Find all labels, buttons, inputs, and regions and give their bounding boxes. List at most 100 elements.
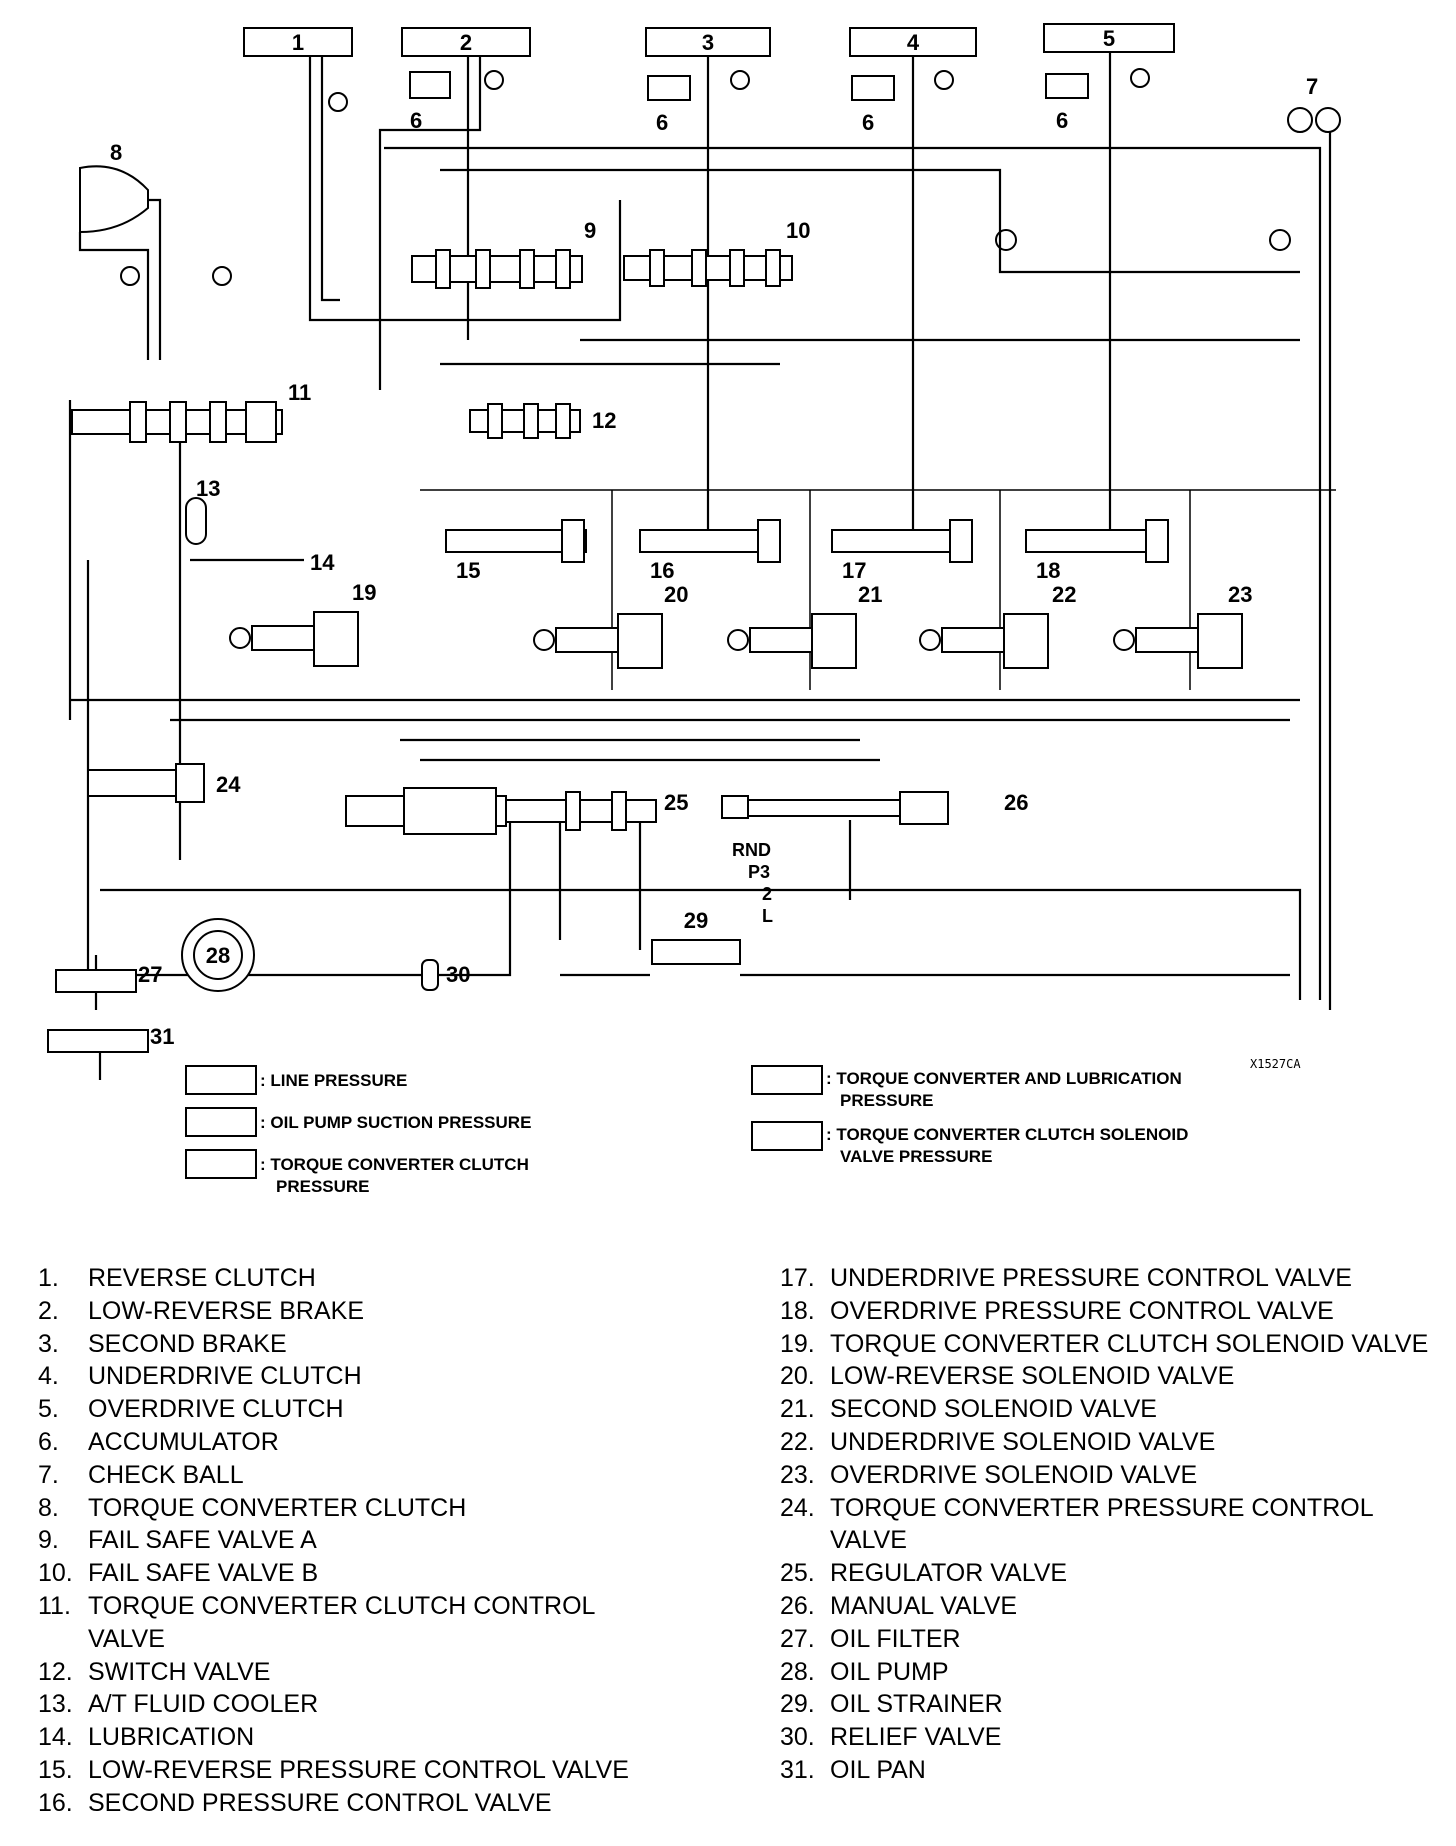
- key-item: 10.FAIL SAFE VALVE B: [38, 1557, 678, 1590]
- key-item-label: SECOND SOLENOID VALVE: [830, 1395, 1157, 1424]
- svg-text:11: 11: [288, 380, 311, 405]
- svg-text:30: 30: [446, 962, 470, 987]
- key-item-label: OIL STRAINER: [830, 1690, 1003, 1719]
- second-pressure-control-valve: 16: [639, 519, 781, 583]
- at-fluid-cooler: 13: [185, 476, 220, 545]
- fail-safe-valve-b: 10: [623, 218, 810, 287]
- svg-text:10: 10: [786, 218, 810, 243]
- key-item: 6. ACCUMULATOR: [38, 1426, 678, 1459]
- key-item-label: UNDERDRIVE CLUTCH: [88, 1362, 362, 1391]
- oil-pan: 31: [47, 1024, 174, 1053]
- key-item: 15. LOW-REVERSE PRESSURE CONTROL VALVE: [38, 1754, 678, 1787]
- key-item: 28.OIL PUMP: [780, 1656, 1440, 1689]
- key-item: 22.UNDERDRIVE SOLENOID VALVE: [780, 1426, 1440, 1459]
- svg-text:14: 14: [310, 550, 335, 575]
- key-item: 14.LUBRICATION: [38, 1721, 678, 1754]
- key-item-number: 3.: [38, 1329, 59, 1358]
- key-item-number: 20.: [780, 1362, 815, 1391]
- underdrive-clutch-box: 4: [849, 27, 977, 57]
- key-item-label: OIL PAN: [830, 1755, 926, 1784]
- key-item-label: MANUAL VALVE: [830, 1591, 1018, 1620]
- svg-text:6: 6: [410, 108, 422, 133]
- svg-text:3: 3: [702, 30, 714, 55]
- key-item: 27.OIL FILTER: [780, 1623, 1440, 1656]
- key-item: 21.SECOND SOLENOID VALVE: [780, 1393, 1440, 1426]
- svg-text:23: 23: [1228, 582, 1252, 607]
- svg-text:15: 15: [456, 558, 480, 583]
- svg-text:: TORQUE CONVERTER AND LUBRICA: : TORQUE CONVERTER AND LUBRICATION: [826, 1069, 1182, 1088]
- key-item-number: 6.: [38, 1427, 59, 1456]
- svg-text:6: 6: [862, 110, 874, 135]
- key-item-number: 12.: [38, 1657, 73, 1686]
- key-item-label: REVERSE CLUTCH: [88, 1264, 316, 1292]
- svg-text:7: 7: [1306, 74, 1318, 99]
- svg-text:26: 26: [1004, 790, 1028, 815]
- legend-item: : TORQUE CONVERTER AND LUBRICATION PRESS…: [751, 1065, 1182, 1110]
- key-item-label: ACCUMULATOR: [88, 1427, 279, 1456]
- key-item: 25. REGULATOR VALVE: [780, 1557, 1440, 1590]
- svg-text:6: 6: [656, 110, 668, 135]
- oil-filter: 27: [55, 962, 162, 993]
- key-item-number: 7.: [38, 1460, 59, 1489]
- overdrive-pressure-control-valve: 18: [1025, 519, 1169, 583]
- key-item-number: 29.: [780, 1690, 815, 1719]
- torque-converter-pressure-control-valve: 24: [87, 763, 241, 803]
- svg-text:VALVE PRESSURE: VALVE PRESSURE: [840, 1147, 992, 1166]
- key-item-label: LOW-REVERSE PRESSURE CONTROL VALVE: [88, 1755, 629, 1784]
- key-item: 18.OVERDRIVE PRESSURE CONTROL VALVE: [780, 1295, 1440, 1328]
- key-item-number: 25.: [780, 1559, 815, 1588]
- key-item-label: CHECK BALL: [88, 1460, 244, 1489]
- key-item: 26.MANUAL VALVE: [780, 1590, 1440, 1623]
- oil-strainer: 29: [651, 908, 741, 965]
- hydraulic-circuit-diagram: 1 2 3 4 5 6 6 6 6 7: [47, 23, 1341, 1196]
- key-item-number: 14.: [38, 1723, 73, 1752]
- regulator-valve: 25: [345, 787, 688, 835]
- switch-valve: 12: [469, 403, 616, 439]
- shift-position-indicator: RND P3 2 L: [732, 840, 773, 926]
- svg-text:18: 18: [1036, 558, 1060, 583]
- svg-text:13: 13: [196, 476, 220, 501]
- svg-text:6: 6: [1056, 108, 1068, 133]
- key-item-number: 27.: [780, 1624, 815, 1653]
- second-solenoid-valve: 21: [727, 582, 882, 669]
- key-item: 8.TORQUE CONVERTER CLUTCH: [38, 1492, 678, 1525]
- underdrive-solenoid-valve: 22: [919, 582, 1076, 669]
- svg-text:22: 22: [1052, 582, 1076, 607]
- relief-valve: 30: [421, 959, 470, 991]
- accumulator-group: 6 6 6 6: [409, 71, 1089, 135]
- fail-safe-valve-a: 9: [411, 218, 596, 289]
- svg-text:RND: RND: [732, 840, 771, 860]
- svg-text:21: 21: [858, 582, 882, 607]
- overdrive-solenoid-valve: 23: [1113, 582, 1252, 669]
- svg-text:PRESSURE: PRESSURE: [840, 1091, 934, 1110]
- key-item: 5.OVERDRIVE CLUTCH: [38, 1393, 678, 1426]
- key-item-number: 5.: [38, 1395, 59, 1424]
- key-item-number: 15.: [38, 1755, 73, 1784]
- key-item-number: 22.: [780, 1427, 815, 1456]
- svg-text:28: 28: [206, 943, 230, 968]
- key-item-number: 30.: [780, 1723, 815, 1752]
- svg-text:25: 25: [664, 790, 688, 815]
- key-item-label: REGULATOR VALVE: [830, 1559, 1068, 1588]
- key-item: 20.LOW-REVERSE SOLENOID VALVE: [780, 1360, 1440, 1393]
- key-item-label: TORQUE CONVERTER CLUTCH CONTROL VALVE: [88, 1591, 595, 1653]
- svg-text:L: L: [762, 906, 773, 926]
- key-item: 24.TORQUE CONVERTER PRESSURE CONTROL VAL…: [780, 1492, 1440, 1558]
- drawing-code: X1527CA: [1250, 1057, 1301, 1071]
- key-item-number: 8.: [38, 1493, 59, 1522]
- torque-converter-clutch-control-valve: 11: [71, 380, 311, 443]
- key-item-number: 4.: [38, 1362, 59, 1391]
- key-item-label: OVERDRIVE SOLENOID VALVE: [830, 1460, 1198, 1489]
- key-item-label: LOW-REVERSE BRAKE: [88, 1296, 365, 1325]
- key-item-number: 9.: [38, 1526, 59, 1555]
- svg-text:8: 8: [110, 140, 122, 165]
- svg-text:27: 27: [138, 962, 162, 987]
- key-item: 30.RELIEF VALVE: [780, 1721, 1440, 1754]
- key-item: 19.TORQUE CONVERTER CLUTCH SOLENOID VALV…: [780, 1328, 1440, 1361]
- svg-text:31: 31: [150, 1024, 174, 1049]
- key-item: 7. CHECK BALL: [38, 1459, 678, 1492]
- manual-valve: 26: [721, 790, 1028, 825]
- key-item: 1.REVERSE CLUTCH: [38, 1262, 678, 1295]
- svg-text:12: 12: [592, 408, 616, 433]
